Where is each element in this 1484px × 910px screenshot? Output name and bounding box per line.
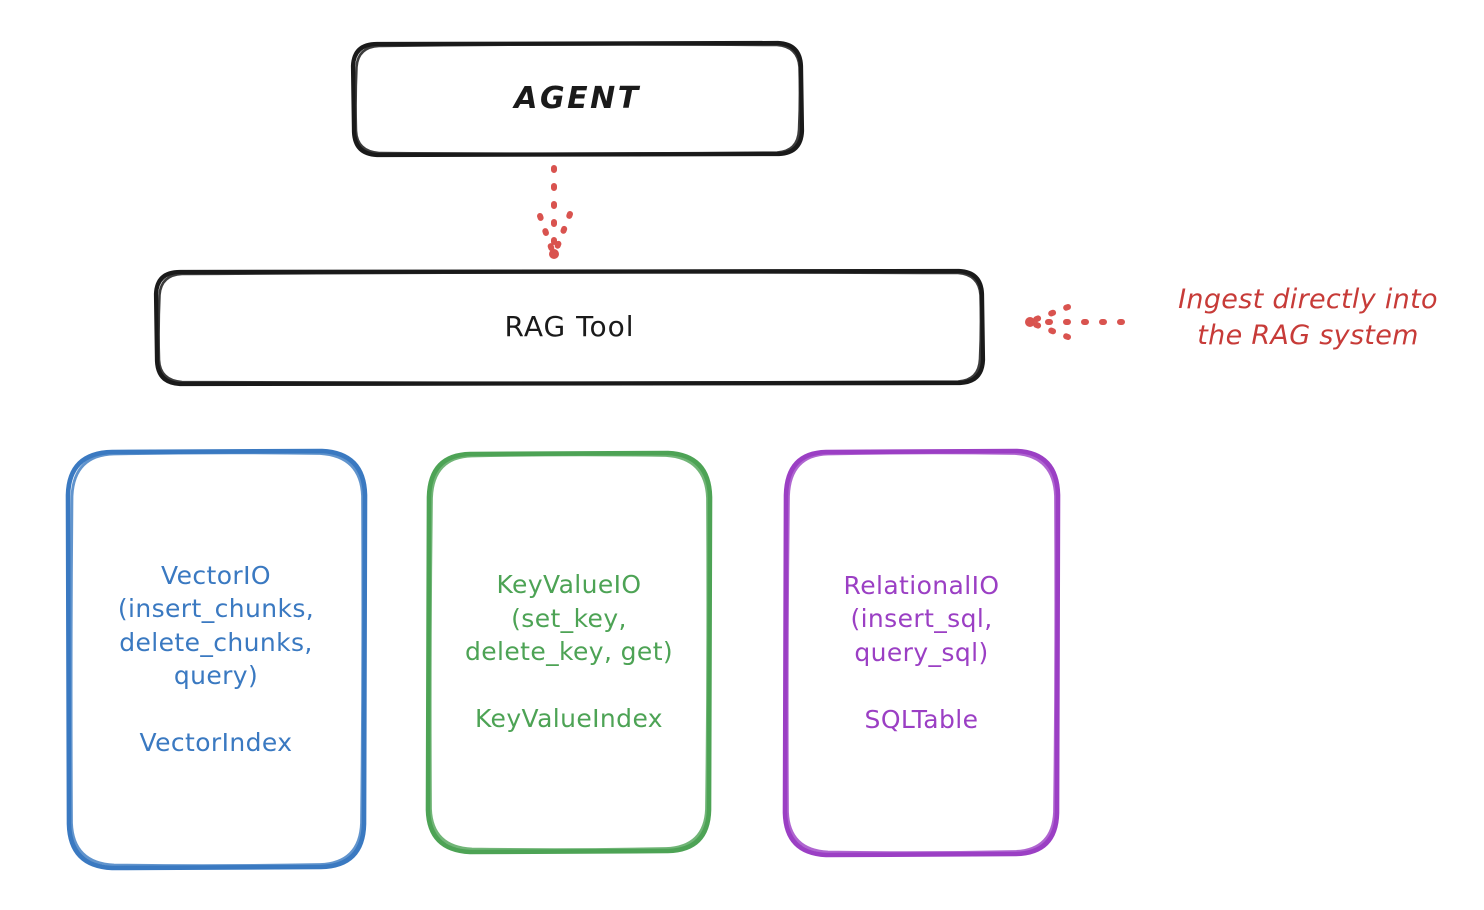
key-value-io-node[interactable]: KeyValueIO (set_key, delete_key, get) Ke… — [428, 452, 710, 852]
vectorio-box-outline — [65, 448, 368, 871]
keyvalueio-box-outline — [425, 450, 713, 855]
rag-tool-node[interactable]: RAG Tool — [156, 270, 983, 384]
ingest-annotation-text: Ingest directly into the RAG system — [1178, 284, 1438, 352]
ragtool-box-outline — [153, 268, 986, 387]
relational-io-label: RelationalIO (insert_sql, query_sql) SQL… — [843, 570, 1000, 734]
vector-io-node[interactable]: VectorIO (insert_chunks, delete_chunks, … — [67, 450, 365, 868]
agent-box-outline — [350, 40, 805, 158]
relationalio-box-outline — [782, 448, 1061, 858]
agent-node[interactable]: AGENT — [353, 42, 802, 155]
key-value-io-label: KeyValueIO (set_key, delete_key, get) Ke… — [464, 570, 674, 734]
agent-to-ragtool-arrow — [537, 165, 573, 259]
vector-io-label: VectorIO (insert_chunks, delete_chunks, … — [117, 560, 315, 758]
ingest-to-ragtool-arrow — [1025, 304, 1125, 340]
relational-io-node[interactable]: RelationalIO (insert_sql, query_sql) SQL… — [785, 450, 1058, 855]
rag-tool-label: RAG Tool — [504, 309, 635, 343]
agent-label: AGENT — [514, 81, 641, 116]
